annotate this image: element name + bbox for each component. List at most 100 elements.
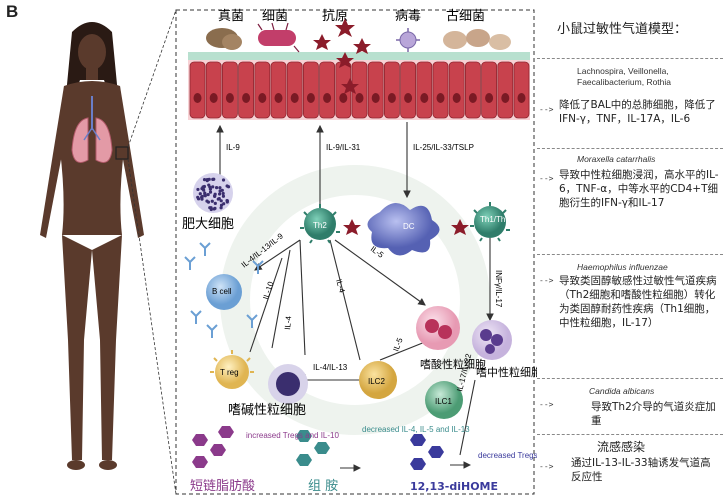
label-neutrophil: 嗜中性粒细胞 (476, 365, 537, 379)
eosinophil-cell (416, 306, 460, 350)
label-mast-cell: 肥大细胞 (182, 217, 234, 232)
epithelial-nucleus (258, 93, 267, 103)
label-eosinophil: 嗜酸性粒细胞 (420, 357, 486, 371)
right-panel: 小鼠过敏性气道模型： Lachnospira, Veillonella, Fae… (537, 10, 725, 494)
antibody-icon (206, 324, 218, 338)
source-3: Haemophilus influenzae (577, 262, 668, 272)
label-bacteria: 细菌 (262, 9, 288, 24)
epithelial-cell (416, 61, 433, 119)
signal-il9: IL-9 (226, 143, 240, 152)
epithelial-nucleus (290, 93, 299, 103)
th2-cell (300, 204, 340, 244)
granule (221, 178, 226, 182)
epithelial-cell (432, 61, 449, 119)
arrow-icon: --> (539, 174, 554, 183)
epithelial-nucleus (485, 93, 494, 103)
finding-4: 导致Th2介导的气道炎症加重 (591, 401, 716, 427)
epithelial-nucleus (387, 93, 396, 103)
label-dc: DC (403, 222, 415, 231)
archaea-icon (443, 29, 511, 50)
epithelial-nucleus (209, 93, 218, 103)
panel-label: B (6, 2, 19, 21)
granule (202, 188, 206, 192)
th1-th17-cell (470, 202, 510, 242)
granule (207, 177, 211, 181)
epithelial-nucleus (436, 93, 445, 103)
epithelial-cell (286, 61, 303, 119)
epithelial-cell (400, 61, 417, 119)
b-cell (184, 242, 264, 338)
granule (196, 187, 200, 192)
source-1: Lachnospira, Veillonella, Faecalibacteri… (577, 66, 672, 87)
granule (213, 206, 217, 210)
epithelial-nucleus (517, 93, 526, 103)
epithelial-nucleus (274, 93, 283, 103)
granule (214, 185, 219, 190)
finding-3: 导致类固醇敏感性过敏性气道疾病（Th2细胞和嗜酸性粒细胞）转化为类固醇耐药性疾病… (559, 275, 717, 329)
antibody-icon (190, 310, 202, 324)
finding-2: 导致中性粒细胞浸润，高水平的IL-6，TNF-α，中等水平的CD4+T细胞衍生的… (559, 169, 719, 209)
virus-icon (396, 28, 420, 52)
label-decreased-tregs: decreased Tregs (478, 451, 537, 460)
granule (221, 194, 226, 198)
granule (219, 206, 223, 210)
arrow-icon: --> (539, 400, 554, 409)
granule (208, 190, 213, 194)
immune-diagram: 真菌 细菌 抗原 病毒 古细菌 IL-9 IL-9/IL-31 IL-25/IL… (175, 9, 537, 495)
label-ilc2: ILC2 (368, 377, 385, 386)
bacteria-icon (257, 22, 300, 53)
epithelial-cell (238, 61, 255, 119)
source-4: Candida albicans (589, 386, 655, 396)
label-archaea: 古细菌 (446, 9, 485, 24)
epithelial-cell (254, 61, 271, 119)
granule (225, 184, 229, 188)
label-virus: 病毒 (395, 9, 421, 24)
granule (206, 192, 210, 197)
epithelial-cell (513, 61, 530, 119)
granule (220, 188, 224, 192)
ilc2-cell (359, 361, 397, 399)
epithelial-nucleus (242, 93, 251, 103)
signal-il4-a: IL-4 (283, 315, 293, 330)
epithelial-nucleus (323, 93, 332, 103)
antibody-icon (199, 242, 211, 256)
epithelial-cell (497, 61, 514, 119)
arrow-icon: --> (539, 462, 554, 471)
fungi-icon (206, 28, 242, 50)
source-5: 流感感染 (597, 440, 646, 454)
signal-il9-il31: IL-9/IL-31 (326, 143, 361, 152)
granule (221, 191, 225, 196)
granule (207, 183, 211, 187)
label-treg: T reg (220, 368, 239, 377)
label-increased: increased Tregs and IL-10 (246, 431, 339, 440)
epithelial-nucleus (306, 93, 315, 103)
epithelial-cell (448, 61, 465, 119)
signal-il5-b: IL-5 (391, 336, 404, 353)
epithelial-nucleus (501, 93, 510, 103)
epithelial-nucleus (339, 93, 348, 103)
epithelial-cell (302, 61, 319, 119)
granule (209, 207, 213, 212)
granule (203, 192, 207, 197)
label-bcell: B cell (212, 287, 232, 296)
granule (211, 177, 215, 181)
epithelial-cell (383, 61, 400, 119)
neutrophil-cell (472, 320, 512, 360)
granule (219, 199, 223, 203)
epithelial-cell (481, 61, 498, 119)
granule (216, 197, 220, 201)
antibody-icon (246, 314, 258, 328)
epithelial-nucleus (404, 93, 413, 103)
epithelial-cell (367, 61, 384, 119)
signal-il25: IL-25/IL-33/TSLP (413, 143, 474, 152)
epithelial-nucleus (193, 93, 202, 103)
epithelium-layer (188, 52, 530, 120)
human-body-figure (40, 9, 177, 495)
granule (198, 192, 202, 196)
granule (196, 195, 200, 199)
label-ilc1: ILC1 (435, 397, 452, 406)
label-dihome: 12,13-diHOME (410, 480, 498, 493)
right-panel-title: 小鼠过敏性气道模型： (557, 22, 688, 37)
lungs-icon (71, 96, 113, 163)
epithelial-cell (464, 61, 481, 119)
